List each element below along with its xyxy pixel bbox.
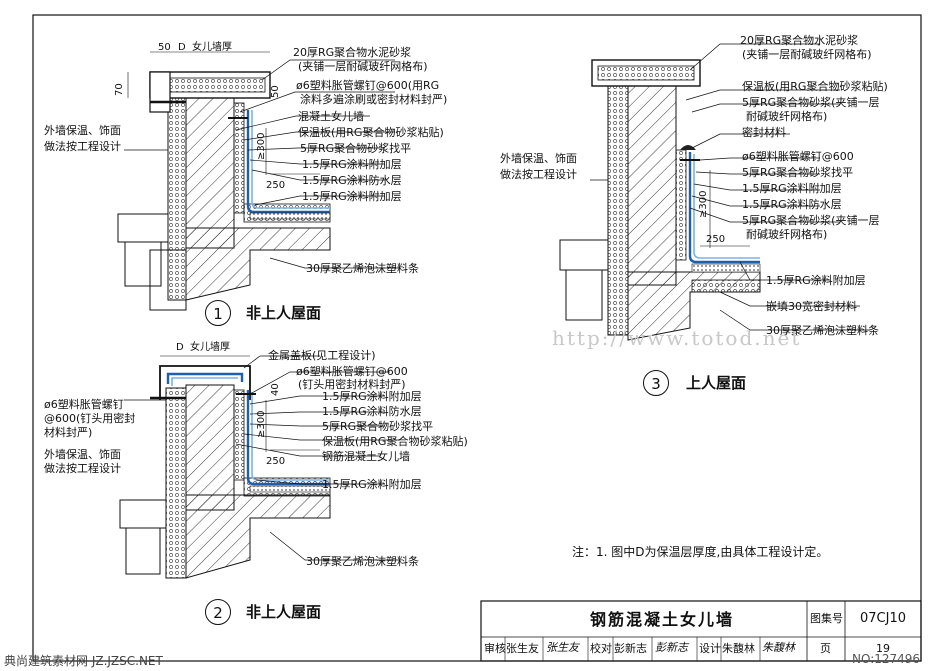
drawing-note: 注：1. 图中D为保温层厚度,由具体工程设计定。 (572, 545, 829, 559)
d2-label: 1.5厚RG涂料防水层 (322, 405, 422, 418)
reviewer-signature: 张生友 (546, 641, 579, 654)
d2-label: 保温板(用RG聚合物砂浆粘贴) (322, 435, 468, 448)
d1-dim-250: 250 (266, 180, 286, 191)
d1-label: 20厚RG聚合物水泥砂浆 (293, 46, 412, 59)
designer-name: 朱馥林 (722, 642, 755, 655)
d2-label: (钉头用密封材料封严) (298, 378, 406, 391)
d3-label: ø6塑料胀管螺钉@600 (742, 150, 854, 163)
d3-label: 密封材料 (742, 126, 786, 139)
d2-left-note: ø6塑料胀管螺钉 (44, 398, 124, 411)
d1-label: (夹铺一层耐碱玻纤网格布) (298, 60, 428, 73)
d3-label: 5厚RG聚合物砂浆找平 (742, 166, 854, 179)
d1-label: 5厚RG聚合物砂浆找平 (300, 142, 412, 155)
atlas-number: 07CJ10 (860, 611, 906, 626)
d3-label: 30厚聚乙烯泡沫塑料条 (766, 324, 879, 337)
d3-label: 5厚RG聚合物砂浆(夹铺一层 (742, 96, 880, 109)
reviewer-name: 张生友 (506, 642, 539, 655)
d2-left-note: @600(钉头用密封 (44, 412, 136, 425)
d2-label: 钢筋混凝土女儿墙 (322, 450, 410, 463)
d3-left-note: 外墙保温、饰面 (500, 152, 577, 165)
d2-label: ø6塑料胀管螺钉@600 (296, 365, 408, 378)
d1-label: 1.5厚RG涂料附加层 (302, 190, 402, 203)
checker-signature: 彭新志 (655, 641, 688, 654)
watermark: http://www.totod.net (552, 326, 802, 350)
d1-label: 1.5厚RG涂料附加层 (302, 158, 402, 171)
atlas-label: 图集号 (810, 612, 843, 625)
d3-label: 耐碱玻纤网格布) (746, 110, 828, 123)
d2-dim-300: ≥300 (256, 410, 267, 438)
detail-2-section (119, 355, 400, 579)
d3-left-note: 做法按工程设计 (500, 168, 577, 181)
d3-label: 5厚RG聚合物砂浆(夹铺一层 (742, 214, 880, 227)
d1-caption-number: 1 (205, 300, 231, 326)
d1-dim-70: 70 (114, 83, 125, 96)
d3-label: 1.5厚RG涂料附加层 (742, 182, 842, 195)
d1-left-note: 做法按工程设计 (44, 140, 121, 153)
detail-3-section (559, 43, 870, 341)
d3-caption-number: 3 (643, 370, 669, 396)
d2-dim-250: 250 (266, 456, 286, 467)
d3-label: 20厚RG聚合物水泥砂浆 (740, 34, 859, 47)
footer-site: 典尚建筑素材网 JZ.JZSC.NET (4, 654, 163, 668)
page-number: 19 (876, 642, 890, 655)
d2-label: 30厚聚乙烯泡沫塑料条 (306, 555, 419, 568)
d1-dim-wall: 女儿墙厚 (192, 42, 232, 53)
d2-label: 金属盖板(见工程设计) (268, 349, 376, 362)
checker-name: 彭新志 (614, 642, 647, 655)
title-block-grid (480, 600, 922, 662)
d2-label: 5厚RG聚合物砂浆找平 (322, 420, 434, 433)
designer-signature: 朱馥林 (762, 641, 795, 654)
d2-left-note: 做法按工程设计 (44, 462, 121, 475)
d3-label: (夹铺一层耐碱玻纤网格布) (742, 48, 872, 61)
d3-dim-300: ≥300 (698, 190, 709, 218)
d1-dim-d: D (178, 42, 186, 53)
d1-label: ø6塑料胀管螺钉@600(用RG (296, 79, 440, 92)
check-label: 校对 (590, 642, 612, 655)
review-label: 审核 (484, 642, 506, 655)
d1-dim-50: 50 (158, 42, 171, 53)
d3-caption: 上人屋面 (686, 374, 747, 392)
d2-dim-40: 40 (270, 383, 281, 396)
d3-dim-250: 250 (706, 234, 726, 245)
d1-label: 涂料多遍涂刷或密封材料封严) (300, 93, 448, 106)
page-label: 页 (820, 642, 831, 655)
d3-label: 1.5厚RG涂料附加层 (766, 274, 866, 287)
d1-caption: 非上人屋面 (246, 304, 322, 322)
design-label: 设计 (699, 642, 721, 655)
drawing-title: 钢筋混凝土女儿墙 (590, 610, 735, 629)
detail-1-section (117, 51, 400, 311)
d2-left-note: 材料封严) (44, 426, 93, 439)
d3-label: 耐碱玻纤网格布) (746, 228, 828, 241)
d2-caption: 非上人屋面 (246, 603, 322, 621)
d3-label: 1.5厚RG涂料防水层 (742, 198, 842, 211)
d1-dim-300: ≥300 (256, 132, 267, 160)
d3-label: 嵌填30宽密封材料 (766, 300, 857, 313)
d1-label: 保温板(用RG聚合物砂浆粘贴) (298, 126, 444, 139)
d2-left-note: 外墙保温、饰面 (44, 448, 121, 461)
d2-dim-wall: 女儿墙厚 (190, 342, 230, 353)
d2-label: 1.5厚RG涂料附加层 (322, 478, 422, 491)
d2-caption-number: 2 (205, 599, 231, 625)
d2-label: 1.5厚RG涂料附加层 (322, 390, 422, 403)
d1-label: 1.5厚RG涂料防水层 (302, 174, 402, 187)
d1-label: 30厚聚乙烯泡沫塑料条 (306, 262, 419, 275)
d1-label: 混凝土女儿墙 (298, 110, 364, 123)
d2-dim-d: D (176, 342, 184, 353)
d1-dim-50v: 50 (270, 85, 281, 98)
d1-left-note: 外墙保温、饰面 (44, 124, 121, 137)
d3-label: 保温板(用RG聚合物砂浆粘贴) (742, 80, 888, 93)
footer-id: NO:127496 (852, 652, 921, 666)
